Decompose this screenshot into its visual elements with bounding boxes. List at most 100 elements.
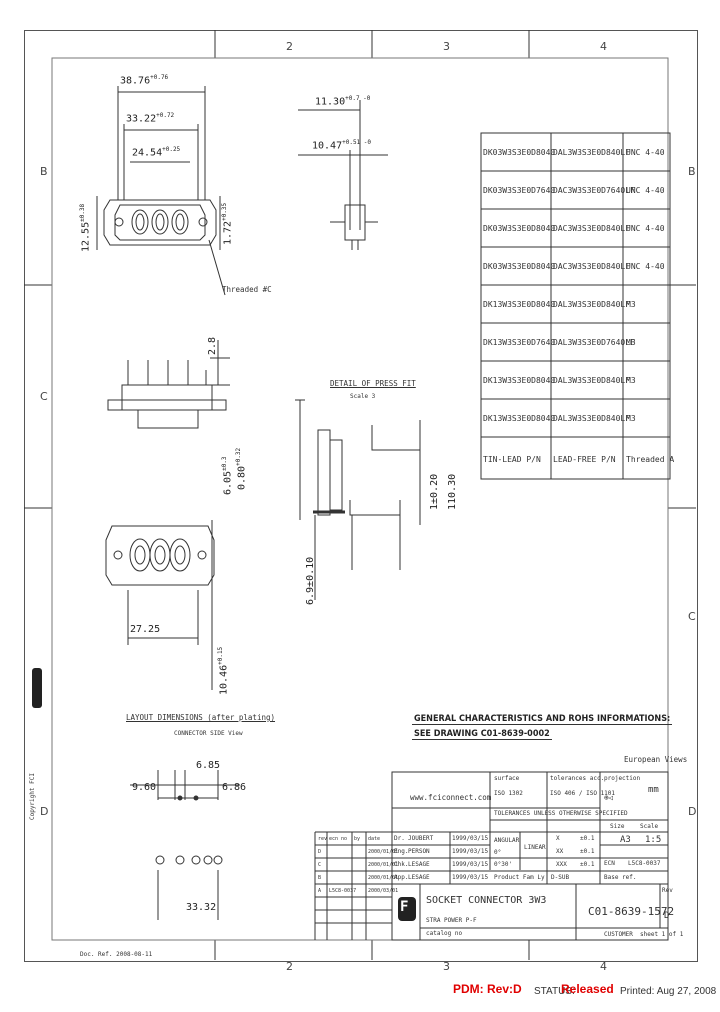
detail-scale: Scale 3 [350, 393, 376, 400]
tol-xxx: XXX [556, 861, 567, 868]
part-table-cell: UNC 4-40 [626, 148, 665, 157]
rev-value: D [664, 911, 670, 921]
part-table-header: LEAD-FREE P/N [553, 455, 616, 464]
dim-detail-3: 6.9±0.10 [305, 556, 316, 605]
revision-header: by [354, 836, 361, 842]
threaded-label: Threaded #C [222, 285, 272, 294]
drawing-number: C01-8639-1572 [588, 905, 675, 918]
part-table-cell: DK13W3S3E0D8040 [483, 414, 556, 423]
layout-title: LAYOUT DIMENSIONS (after plating) [126, 713, 276, 722]
european-views: European Views [624, 755, 688, 764]
unit-label: mm [648, 785, 659, 795]
zone-top-3: 3 [443, 40, 450, 53]
dim-layout-2: 9.60 [132, 782, 157, 793]
part-table-cell: DAL3W3S3E0D840LF [553, 376, 631, 385]
status-label: STATUS: [534, 986, 575, 997]
dim-width-2: 33.22+0.72 [126, 112, 175, 125]
part-table-cell: DK03W3S3E0D8040 [483, 262, 556, 271]
zone-left-d: D [40, 805, 49, 818]
rev-label: Rev [662, 887, 673, 894]
linear-label: LINEAR [524, 844, 546, 851]
zone-right-d: D [688, 805, 697, 818]
revision-cell: 2000/03/01 [368, 888, 399, 894]
scale-value: 1:5 [645, 835, 662, 845]
website: www.fciconnect.com [410, 793, 492, 802]
chk-name: LESAGE [408, 861, 430, 868]
tol-xxx-val: ±0.1 [580, 861, 595, 868]
eng-date: 1999/03/15 [452, 848, 489, 855]
angle-2: 0°30' [494, 861, 513, 868]
part-table-cell: UNC 4-40 [626, 262, 665, 271]
dim-v1: 6.05±0.3 [221, 456, 234, 495]
dim-layout-1: 6.85 [196, 760, 221, 771]
fci-logo-icon: F [400, 899, 409, 915]
revision-cell: C [318, 862, 322, 868]
part-table-cell: UNC 4-40 [626, 186, 665, 195]
app-date: 1999/03/15 [452, 874, 489, 881]
doc-ref: Doc. Ref. 2008-08-11 [80, 951, 153, 958]
zone-top-4: 4 [600, 40, 607, 53]
part-table-cell: M3 [626, 414, 636, 423]
part-table-cell: DK13W3S3E0D7640 [483, 338, 556, 347]
tol-x-val: ±0.1 [580, 835, 595, 842]
product-value: D-SUB [551, 874, 570, 881]
size-label: Size [610, 823, 625, 830]
zone-top-2: 2 [286, 40, 293, 53]
dim-width-1: 38.76+0.76 [120, 74, 169, 87]
scale-label: Scale [640, 823, 659, 830]
customer-label: CUSTOMER [604, 931, 633, 938]
size-value: A3 [620, 835, 631, 845]
part-table-cell: DAC3W3S3E0D840LF [553, 262, 631, 271]
copyright-text: Copyright FCI [29, 773, 36, 820]
part-table-cell: M3 [626, 338, 636, 347]
part-table-cell: DK03W3S3E0D8040 [483, 224, 556, 233]
revision-cell: L5C8-0037 [329, 888, 357, 894]
chk-label: Chk. [394, 861, 409, 868]
dim-layout-3: 6.86 [222, 782, 247, 793]
dim-layout-4: 33.32 [186, 902, 217, 913]
angle-1: 0° [494, 849, 502, 856]
tolerance-note: TOLERANCES UNLESS OTHERWISE SPECIFIED [494, 810, 628, 817]
part-table-cell: DK03W3S3E0D7640 [483, 186, 556, 195]
surface-label: surface [494, 775, 520, 782]
drawing-title: SOCKET CONNECTOR 3W3 [426, 895, 547, 906]
zone-left-b: B [40, 165, 48, 178]
part-table-cell: DK13W3S3E0D8040 [483, 300, 556, 309]
revision-header: date [368, 836, 381, 842]
part-table-header: Threaded A [626, 455, 675, 464]
status-value: Released [561, 982, 614, 996]
dr-name: JOUBERT [408, 835, 434, 842]
dim-side-1: 11.30+0.7 -0 [315, 95, 371, 108]
dim-bottom-width: 27.25 [130, 624, 161, 635]
drawing-subtitle: STRA POWER P-F [426, 917, 477, 924]
tol-x: X [556, 835, 560, 842]
zone-right-b: B [688, 165, 696, 178]
general-notes-line-1: GENERAL CHARACTERISTICS AND ROHS INFORMA… [412, 714, 673, 725]
pdm-revision: PDM: Rev:D [453, 982, 522, 996]
dim-bottom-height: 10.46+0.15 [217, 646, 230, 695]
tolerances-label: tolerances acc. [550, 775, 605, 782]
part-table-cell: DAL3W3S3E0D840LF [553, 414, 631, 423]
sheet-number: sheet 1 of 1 [640, 931, 684, 938]
eng-name: PERSON [408, 848, 430, 855]
dim-side-2: 10.47+0.51 -0 [312, 139, 372, 152]
product-family: Product Fam Ly [494, 874, 545, 881]
dim-width-3: 24.54+0.25 [132, 146, 181, 159]
revision-cell: 2000/01/01 [368, 875, 399, 881]
zone-bottom-2: 2 [286, 960, 293, 973]
ecn-value: L5C8-0037 [628, 860, 661, 867]
chk-date: 1999/03/15 [452, 861, 489, 868]
angular-label: ANGULAR [494, 837, 520, 844]
part-table-cell: DAL3W3S3E0D840LF [553, 300, 631, 309]
catalog-label: catalog no [426, 930, 463, 937]
part-table-cell: DAC3W3S3E0D7640LF [553, 186, 635, 195]
base-ref: Base ref. [604, 874, 637, 881]
part-table-header: TIN-LEAD P/N [483, 455, 541, 464]
tol-xx: XX [556, 848, 564, 855]
eng-label: Eng. [394, 848, 409, 855]
part-table-cell: DAC3W3S3E0D840LF [553, 224, 631, 233]
drawing-frame [24, 30, 698, 962]
part-table-cell: M3 [626, 376, 636, 385]
dr-date: 1999/03/15 [452, 835, 489, 842]
